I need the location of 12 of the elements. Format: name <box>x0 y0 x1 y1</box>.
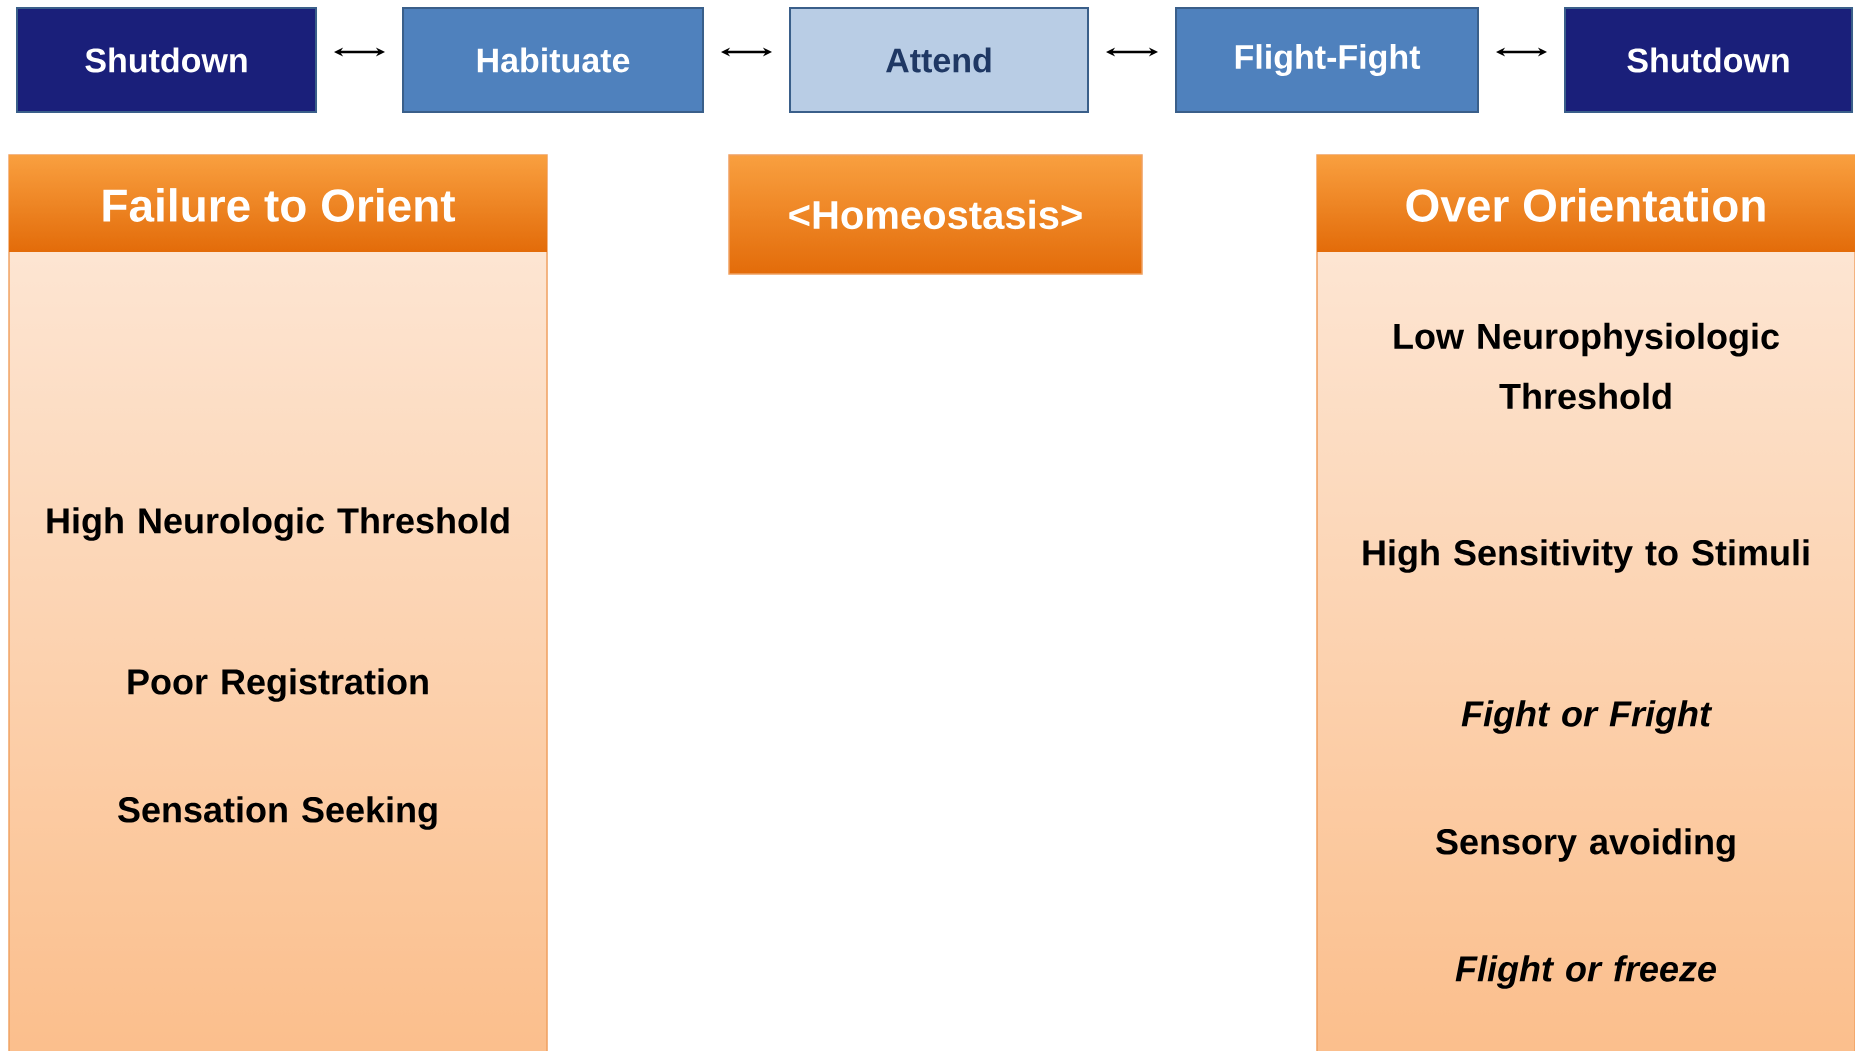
state-box: Habituate <box>402 7 704 113</box>
category-panel: Over Orientation Low Neurophysiologic Threshold High Sensitivity to Stimuli Fight or Fright Sensory avoiding Flight or freeze <box>1316 154 1855 1051</box>
state-box: Flight-Fight <box>1175 7 1479 113</box>
state-box: Attend <box>789 7 1089 113</box>
category-panel: Failure to Orient High Neurologic Threshold Poor Registration Sensation Seeking <box>8 154 548 1051</box>
state-box: Shutdown <box>1564 7 1853 113</box>
double-arrow <box>1106 47 1158 57</box>
double-arrow <box>1496 47 1547 57</box>
double-arrow <box>334 47 385 57</box>
state-box: Shutdown <box>16 7 317 113</box>
double-arrow <box>721 47 772 57</box>
state-box: <Homeostasis> <box>728 154 1143 275</box>
